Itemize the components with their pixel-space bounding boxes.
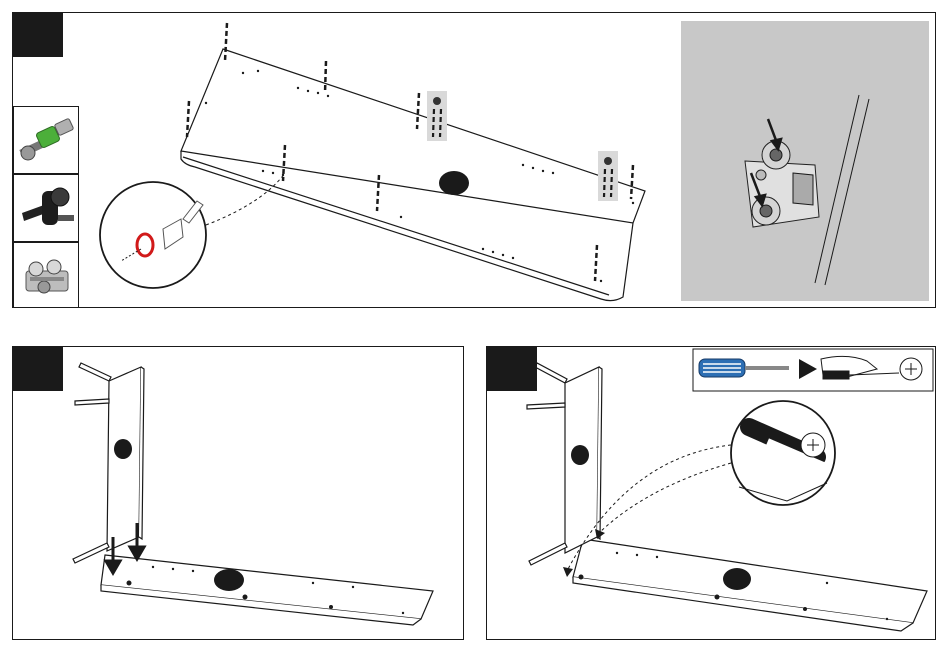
detail-inset-box (681, 21, 929, 301)
panel-top-drawing (13, 13, 937, 309)
step-number-badge (487, 347, 537, 391)
top-board (181, 49, 645, 301)
cam-lock-icon (604, 157, 612, 165)
panel-bottom-left-drawing (13, 347, 465, 641)
step-reference-dot (723, 568, 751, 590)
step-number-badge (13, 347, 63, 391)
panel-legs (527, 363, 567, 565)
panel-bottom-right-drawing (487, 347, 937, 641)
step-reference-dot (439, 171, 469, 195)
bottom-board (101, 555, 433, 625)
bottom-board (573, 539, 927, 631)
magnified-detail-circle (100, 173, 285, 288)
cam-lock-icon (433, 97, 441, 105)
step-panel-bottom-left (12, 346, 464, 640)
step-reference-dot (214, 569, 244, 591)
step-panel-bottom-right (486, 346, 936, 640)
magnified-detail-circle (731, 401, 835, 505)
panel-legs (73, 363, 111, 563)
step-panel-top (12, 12, 936, 308)
